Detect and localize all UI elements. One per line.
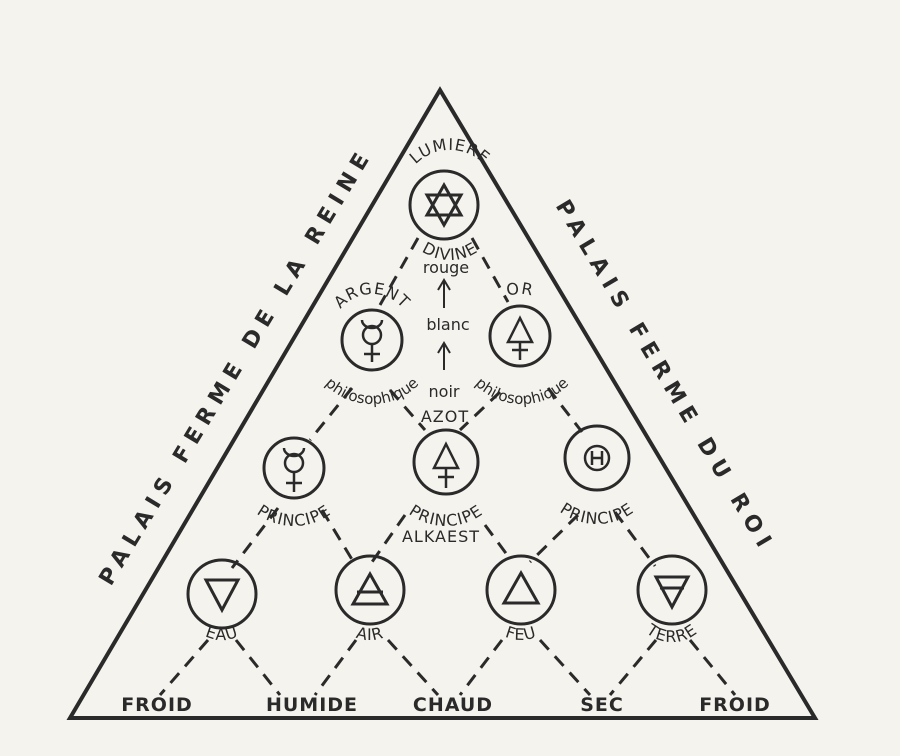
principe-salt-node: PRINCIPE (557, 424, 636, 528)
hexagram-icon (424, 181, 464, 229)
or-philosophique-node: OR philosophique (472, 279, 572, 409)
mercury-icon (282, 447, 306, 492)
node-circle (262, 436, 326, 500)
principe-center-label: PRINCIPE (406, 501, 486, 531)
left-side-label: PALAIS FERME DE LA REINE (95, 143, 379, 590)
node-circle (334, 554, 406, 626)
mercury-icon (360, 319, 384, 362)
quality-froid-left: FROID (121, 694, 193, 716)
salt-icon (583, 444, 611, 472)
azot-label: AZOT (421, 407, 469, 426)
arrow-up-icon (437, 278, 451, 308)
quality-humide: HUMIDE (266, 694, 358, 716)
sulfur-icon (505, 315, 535, 360)
node-circle (563, 424, 631, 492)
water-icon (203, 578, 241, 614)
eau-label: EAU (203, 622, 240, 644)
node-circle (412, 428, 480, 496)
terre-node: TERRE (636, 554, 708, 646)
or-philosophique-label: philosophique (472, 374, 572, 408)
node-circle (488, 304, 552, 368)
principe-mercury-node: PRINCIPE (254, 436, 334, 531)
air-icon (350, 570, 390, 606)
air-label: AIR (354, 623, 385, 644)
noir-label: noir (429, 382, 460, 401)
connection-lines (158, 237, 737, 697)
eau-node: EAU (186, 558, 258, 644)
fire-icon (501, 569, 541, 605)
node-circle (186, 558, 258, 630)
rouge-label: rouge (423, 258, 469, 277)
argent-philosophique-node: ARGENT philosophique (322, 279, 422, 409)
node-circle (485, 554, 557, 626)
node-circle (408, 169, 480, 241)
feu-node: FEU (485, 554, 557, 644)
principe-left-label: PRINCIPE (254, 501, 334, 531)
blanc-label: blanc (426, 315, 469, 334)
argent-label: ARGENT (330, 279, 414, 312)
air-node: AIR (334, 554, 406, 644)
sulfur-icon (431, 441, 461, 488)
earth-icon (653, 575, 691, 611)
quality-chaud: CHAUD (413, 694, 493, 716)
right-side-label: PALAIS FERME DU ROI (550, 196, 779, 558)
quality-froid-right: FROID (699, 694, 771, 716)
outer-triangle (66, 86, 819, 720)
principe-sulfur-node: PRINCIPE (406, 428, 486, 531)
lumiere-label: LUMIERE (406, 135, 494, 168)
node-circle (636, 554, 708, 626)
lumiere-divine-node: LUMIERE DIVINE (406, 135, 494, 265)
node-circle (340, 308, 404, 372)
arrow-up-icon (437, 341, 451, 370)
argent-philosophique-label: philosophique (322, 374, 422, 408)
alkaest-label: ALKAEST (402, 527, 480, 546)
quality-sec: SEC (580, 694, 624, 716)
feu-label: FEU (503, 622, 538, 644)
or-label: OR (505, 279, 535, 300)
